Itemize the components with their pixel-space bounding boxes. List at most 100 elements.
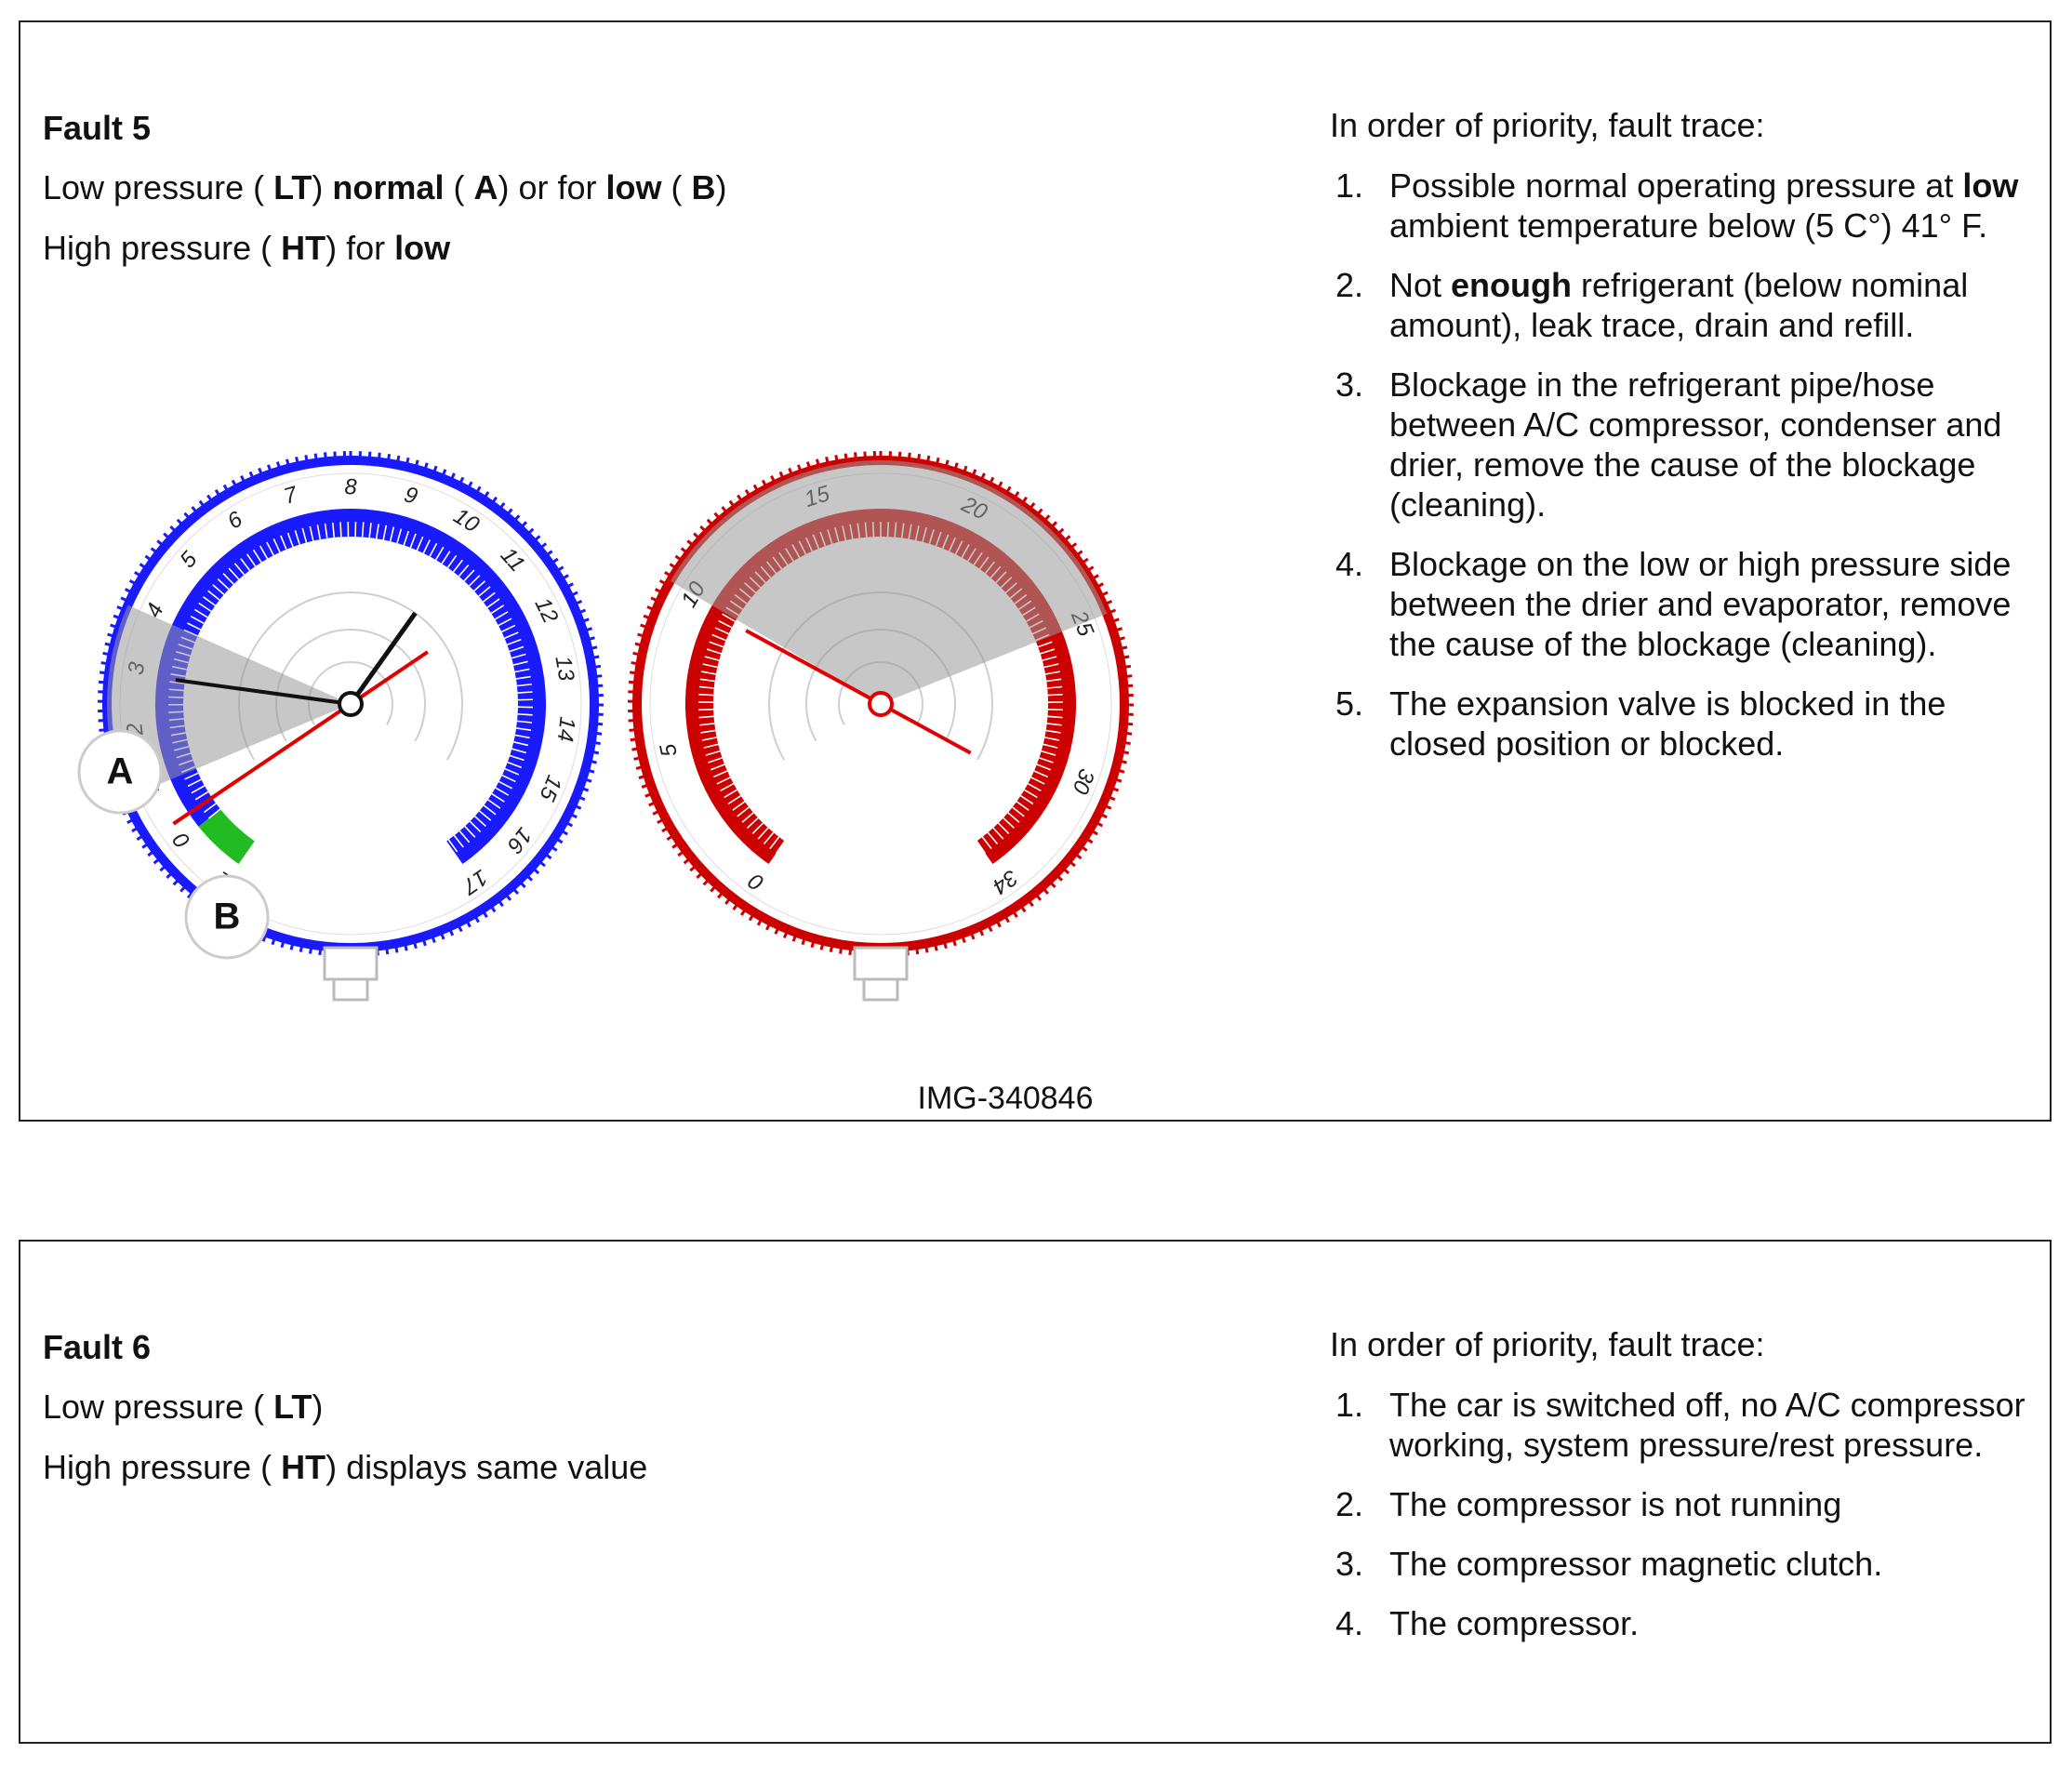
bezel-tooth — [454, 919, 463, 933]
fault-6-trace-heading: In order of priority, fault trace: — [1330, 1325, 1765, 1363]
scale-tick — [266, 541, 274, 556]
bezel-tooth — [267, 464, 274, 478]
shaded-range — [670, 460, 1108, 704]
scale-tick — [709, 641, 724, 648]
callout-b — [184, 874, 270, 960]
bezel-tooth — [581, 766, 595, 774]
bezel-tooth — [280, 934, 287, 949]
bezel-tooth — [628, 690, 642, 694]
scale-tick — [446, 554, 458, 568]
bezel-tooth — [136, 830, 149, 842]
bezel-tooth — [404, 457, 410, 472]
gauge-needle-tail — [348, 611, 418, 706]
scale-tick — [286, 532, 294, 548]
bezel-tooth — [508, 883, 520, 896]
scale-tick — [194, 790, 209, 801]
bezel-tooth — [657, 815, 670, 825]
bezel-tooth — [324, 452, 328, 466]
scale-tick — [512, 660, 528, 666]
image-id-caption: IMG-340846 — [917, 1081, 1094, 1116]
bezel-tooth — [1109, 776, 1122, 783]
bezel-tooth — [589, 731, 603, 736]
bezel-tooth — [683, 854, 696, 865]
shaded-range — [107, 604, 351, 799]
scale-tick — [981, 836, 992, 850]
bezel-tooth — [214, 489, 224, 502]
bezel-tooth — [587, 664, 602, 670]
scale-tick — [708, 757, 723, 764]
scale-tick — [698, 693, 714, 697]
scale-tick — [702, 663, 718, 669]
bezel-tooth — [765, 917, 775, 931]
bezel-tooth — [176, 518, 188, 530]
scale-tick — [511, 653, 526, 659]
bezel-tooth — [495, 502, 506, 514]
scale-tick — [1003, 817, 1016, 830]
bezel-tooth — [480, 491, 490, 504]
scale-tick — [441, 551, 451, 565]
scale-tick — [498, 618, 512, 627]
bezel-tooth — [1111, 766, 1125, 774]
scale-tick — [494, 611, 509, 620]
bezel-tooth — [756, 912, 766, 926]
list-item: 4.The compressor. — [1335, 1604, 1640, 1642]
scale-tick — [516, 720, 533, 724]
bezel-tooth — [153, 854, 166, 865]
bezel-tooth — [801, 931, 808, 946]
bezel-tooth — [941, 935, 948, 950]
bezel-tooth — [1109, 627, 1123, 634]
bezel-tooth — [1115, 749, 1130, 755]
bezel-tooth — [535, 542, 548, 553]
bezel-tooth — [394, 455, 401, 470]
scale-tick — [1040, 648, 1056, 655]
bezel-tooth — [633, 754, 647, 761]
scale-tick — [468, 575, 481, 587]
bezel-tooth — [590, 684, 604, 688]
scale-tick — [389, 526, 395, 542]
fault-6-trace: In order of priority, fault trace: 1.The… — [1330, 1325, 2037, 1663]
bezel-tooth — [540, 550, 553, 561]
scale-tick — [396, 528, 403, 544]
scale-tick — [1047, 685, 1063, 689]
list-item: 1.The car is switched off, no A/C compre… — [1335, 1386, 2026, 1464]
bezel-tooth — [1075, 842, 1088, 852]
bezel-tooth — [950, 933, 957, 947]
bezel-tooth — [516, 521, 528, 533]
bezel-tooth — [839, 940, 844, 954]
scale-tick — [507, 638, 522, 646]
bezel-tooth — [637, 632, 651, 640]
bezel-tooth — [1001, 910, 1010, 923]
bezel-tooth — [584, 645, 598, 652]
vacuum-band — [198, 808, 256, 865]
fault-6-trace-list: 1.The car is switched off, no A/C compre… — [1330, 1385, 2037, 1643]
bezel-tooth — [791, 928, 800, 942]
scale-tick — [429, 542, 438, 557]
bezel-tooth — [583, 758, 597, 764]
bezel-tooth — [555, 826, 568, 836]
bezel-tooth — [1119, 674, 1133, 679]
scale-tick — [187, 622, 202, 631]
scale-tick — [516, 683, 532, 687]
bezel-tooth — [494, 895, 504, 908]
bezel-tooth — [124, 588, 138, 597]
scale-tick — [187, 778, 202, 788]
bezel-tooth — [556, 574, 569, 583]
scale-tick — [422, 539, 431, 554]
bezel-tooth — [740, 903, 750, 916]
scale-tick — [495, 787, 510, 796]
bezel-tooth — [139, 563, 152, 573]
scale-tick — [507, 761, 523, 768]
bezel-tooth — [629, 671, 644, 676]
fault-5-high-pressure-line: High pressure ( HT) for low — [43, 229, 451, 267]
scale-tick — [769, 836, 780, 850]
bezel-tooth — [313, 453, 319, 467]
fault-6-panel: Fault 6 Low pressure ( LT) High pressure… — [19, 1240, 2052, 1744]
scale-tick — [705, 750, 721, 756]
bezel-tooth — [156, 539, 168, 551]
bezel-tooth — [231, 479, 240, 493]
scale-tick — [191, 785, 206, 794]
bezel-tooth — [829, 938, 835, 952]
scale-tick — [375, 524, 379, 539]
bezel-tooth — [1098, 802, 1112, 810]
bezel-tooth — [661, 823, 674, 833]
